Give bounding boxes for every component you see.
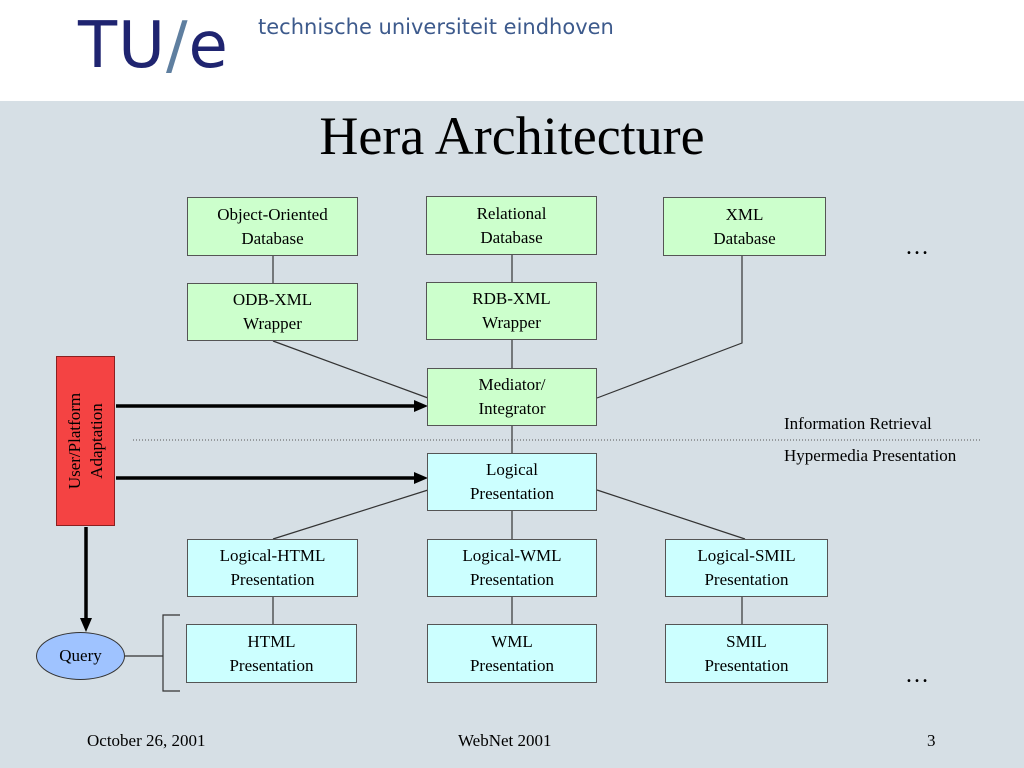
logo-e: e xyxy=(188,9,229,83)
adaptation-label: User/Platform Adaptation xyxy=(64,392,106,490)
rdb-box: Relational Database xyxy=(426,196,597,255)
logo-tu: TU xyxy=(78,9,166,83)
logical-html-box: Logical-HTML Presentation xyxy=(187,539,358,597)
line-logical-html xyxy=(272,489,429,540)
logo-slash: / xyxy=(165,9,189,83)
wml-presentation-box: WML Presentation xyxy=(427,624,597,683)
layer-label-top: Information Retrieval xyxy=(784,414,932,433)
layer-label-bottom: Hypermedia Presentation xyxy=(784,446,957,465)
logical-smil-box: Logical-SMIL Presentation xyxy=(665,539,828,597)
line-xmldb-mediator xyxy=(596,256,743,399)
arrowhead-mediator xyxy=(414,400,428,412)
footer-page-number: 3 xyxy=(927,731,936,750)
xmldb-box: XML Database xyxy=(663,197,826,256)
line-logical-smil xyxy=(596,489,746,540)
oodb-box: Object-Oriented Database xyxy=(187,197,358,256)
slide-header: TU/e technische universiteit eindhoven xyxy=(0,0,1024,101)
odb-wrapper-box: ODB-XML Wrapper xyxy=(187,283,358,341)
query-ellipse: Query xyxy=(36,632,125,680)
html-presentation-box: HTML Presentation xyxy=(186,624,357,683)
ellipsis-sources: … xyxy=(905,234,930,260)
logical-wml-box: Logical-WML Presentation xyxy=(427,539,597,597)
adaptation-box: User/Platform Adaptation xyxy=(56,356,115,526)
bracket xyxy=(162,614,180,692)
arrowhead-logical xyxy=(414,472,428,484)
footer-date: October 26, 2001 xyxy=(87,731,206,750)
footer-event: WebNet 2001 xyxy=(458,731,552,750)
arrowhead-query xyxy=(80,618,92,632)
logical-presentation-box: Logical Presentation xyxy=(427,453,597,511)
line-odb-wrapper-mediator xyxy=(272,340,429,399)
tue-logo: TU/e xyxy=(78,8,229,84)
rdb-wrapper-box: RDB-XML Wrapper xyxy=(426,282,597,340)
smil-presentation-box: SMIL Presentation xyxy=(665,624,828,683)
mediator-box: Mediator/ Integrator xyxy=(427,368,597,426)
slide-title: Hera Architecture xyxy=(319,106,705,166)
ellipsis-presentations: … xyxy=(905,662,930,688)
university-name: technische universiteit eindhoven xyxy=(258,15,614,39)
